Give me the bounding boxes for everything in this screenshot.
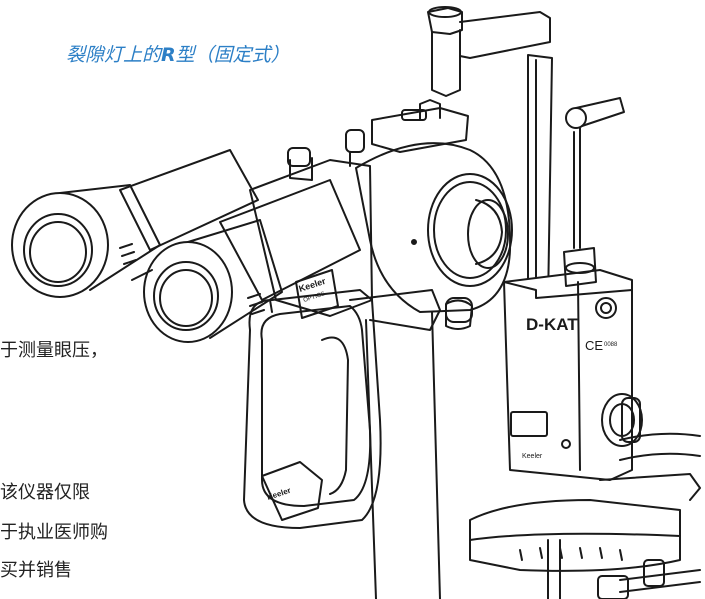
- body-text-line-1: 于测量眼压，: [0, 340, 108, 361]
- left-eyepiece: [11, 149, 259, 298]
- tonometer-unit: [503, 97, 643, 481]
- body-text-line-3: 于执业医师购: [0, 522, 108, 543]
- support-column: [427, 6, 553, 305]
- caption-prefix: 裂隙灯上的: [66, 44, 162, 66]
- ce-number: 0088: [604, 342, 618, 348]
- tonometer-brand: Keeler: [522, 453, 543, 460]
- base-ring: [469, 432, 701, 599]
- caption-suffix: 型（固定式）: [175, 44, 290, 66]
- figure-caption: 裂隙灯上的R型（固定式）: [66, 40, 290, 67]
- optics-label: OPTICS: [303, 291, 326, 304]
- body-text-line-4: 买并销售: [0, 560, 72, 581]
- microscope-body: [355, 99, 513, 330]
- hand-grip: [243, 289, 441, 599]
- ce-mark: CE: [585, 338, 603, 353]
- right-eyepiece: [143, 179, 361, 343]
- caption-bold-r: R: [161, 44, 176, 66]
- tonometer-name-label: D-KAT: [526, 315, 578, 334]
- handle-brand: Keeler: [266, 486, 292, 502]
- body-text-line-2: 该仪器仅限: [0, 482, 90, 503]
